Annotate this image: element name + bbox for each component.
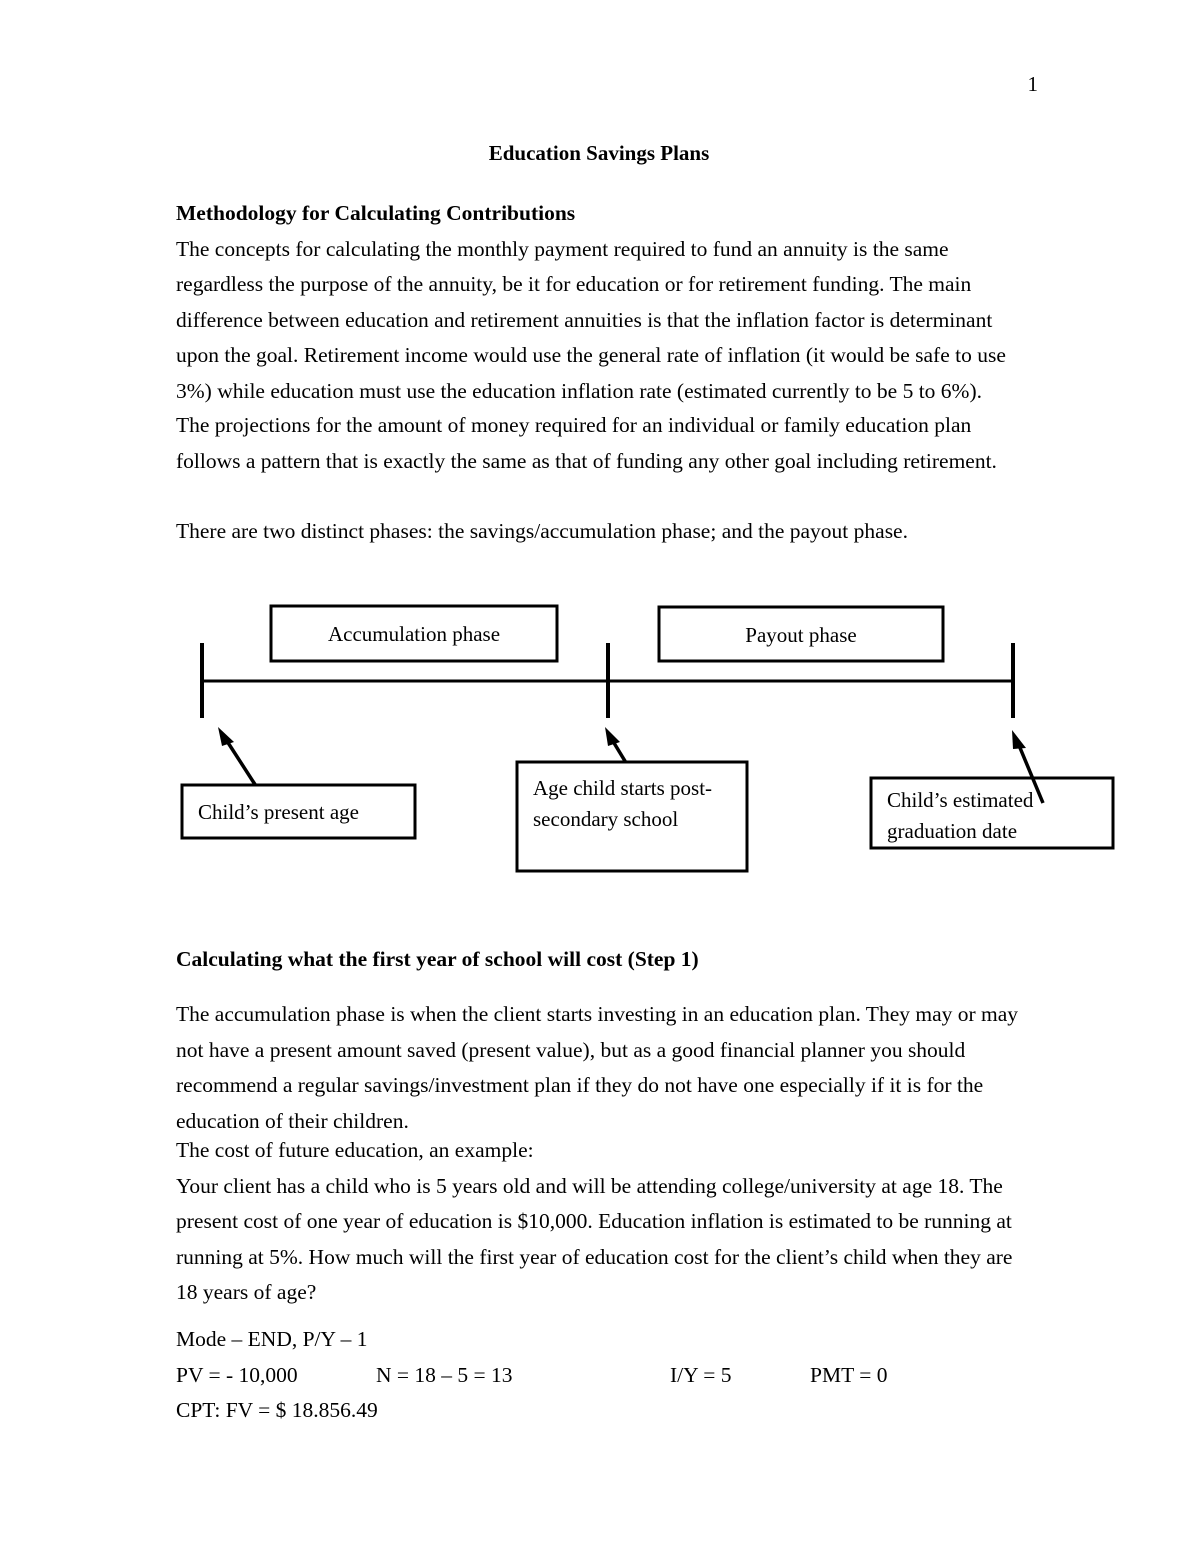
calc-pv: PV = - 10,000 [176,1362,298,1387]
payout-phase-label: Payout phase [745,623,856,647]
callout-present-age-label: Child’s present age [198,800,359,824]
page-number: 1 [1027,72,1039,96]
calc-result-row: CPT: FV = $ 18.856.49 [176,1398,378,1422]
phases-paragraph: There are two distinct phases: the savin… [176,514,1026,550]
callout-graduation-label-line1: Child’s estimated [887,788,1034,812]
callout-school-start-box [515,760,749,873]
page-title: Education Savings Plans [488,141,710,165]
callout-graduation-label-line2: graduation date [887,819,1017,843]
calc-iy: I/Y = 5 [670,1362,732,1387]
calc-pmt: PMT = 0 [810,1362,888,1387]
projections-body: The projections for the amount of money … [176,413,997,473]
arrow-present-age [218,727,258,787]
accumulation-phase-label: Accumulation phase [328,622,500,646]
step1-paragraph: The accumulation phase is when the clien… [176,997,1026,1139]
calc-n: N = 18 – 5 = 13 [376,1362,513,1387]
projections-paragraph: The projections for the amount of money … [176,408,1026,479]
example-body: Your client has a child who is 5 years o… [176,1173,1018,1305]
payout-phase-box [657,605,945,663]
calc-inputs-row: PV = - 10,000 N = 18 – 5 = 13 I/Y = 5 PMT =… [176,1358,1026,1394]
step1-heading: Calculating what the first year of schoo… [176,947,699,971]
callout-school-start-label-line1: Age child starts post- [533,776,712,800]
accumulation-phase-box [269,604,559,663]
callout-present-age-box [180,783,417,840]
methodology-body: The concepts for calculating the monthly… [176,236,1012,403]
example-paragraph: The cost of future education, an example… [176,1133,1026,1311]
phases-body: There are two distinct phases: the savin… [176,519,908,543]
calc-mode-row: Mode – END, P/Y – 1 [176,1327,368,1351]
step1-body: The accumulation phase is when the clien… [176,1002,1024,1133]
callout-school-start-label-line2: secondary school [533,807,678,831]
arrow-graduation [1012,730,1045,804]
example-lead: The cost of future education, an example… [176,1138,534,1162]
timeline-diagram: Accumulation phase Payout phase Child’s … [170,596,1130,886]
calculation-block: Mode – END, P/Y – 1 PV = - 10,000 N = 18 … [176,1322,1026,1429]
callout-graduation-box [869,776,1115,850]
methodology-heading: Methodology for Calculating Contribution… [176,201,576,225]
step1-heading-wrap: Calculating what the first year of schoo… [176,942,1026,978]
arrow-school-start [605,727,630,767]
methodology-section: Methodology for Calculating Contribution… [176,196,1026,409]
